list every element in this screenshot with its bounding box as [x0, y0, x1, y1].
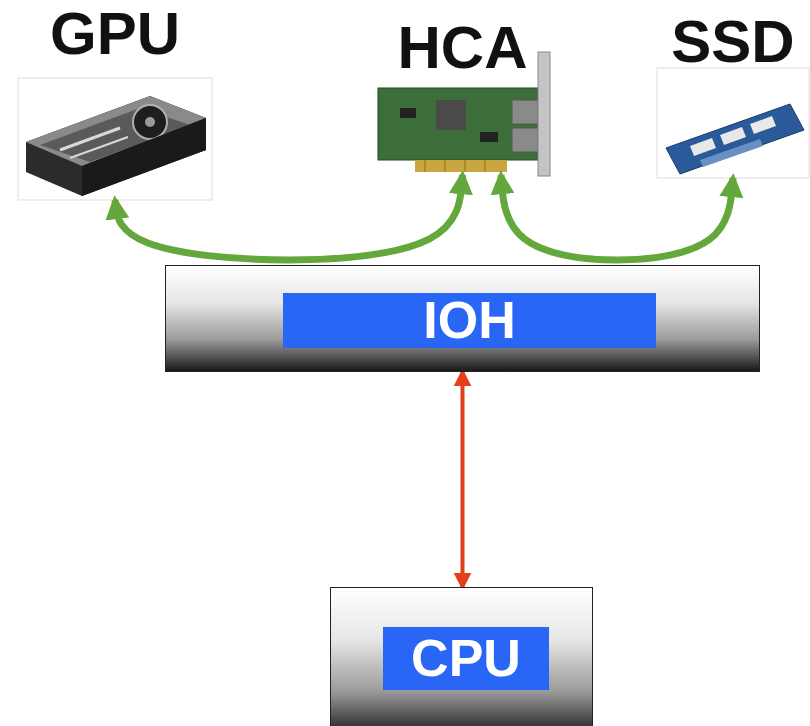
chip-name: IOH	[283, 293, 656, 348]
device-label: HCA	[375, 18, 550, 78]
device-label: SSD	[657, 12, 809, 72]
device-label: GPU	[18, 4, 212, 64]
hca-device: HCA	[375, 14, 550, 175]
chip-name: CPU	[383, 627, 549, 690]
gpu-card-picture	[18, 78, 212, 200]
peer-link-arrow	[115, 175, 463, 260]
peer-link-arrow	[501, 175, 733, 260]
ssd-device: SSD	[657, 8, 809, 178]
gpu-device: GPU	[18, 0, 212, 200]
ssd-card-picture	[657, 68, 809, 178]
host-link-arrow	[461, 372, 465, 587]
cpu-chip: CPU	[330, 587, 593, 726]
ioh-chip: IOH	[165, 265, 760, 372]
